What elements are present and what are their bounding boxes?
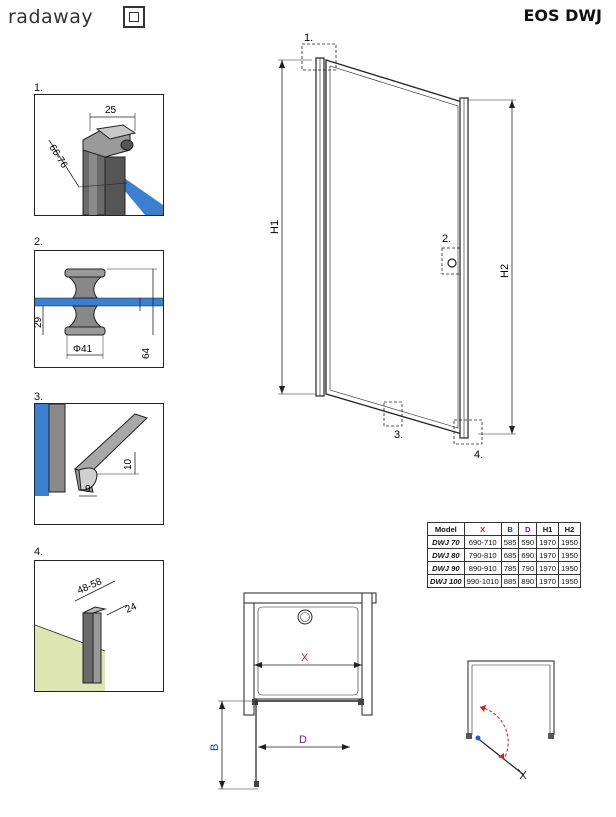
table-row: DWJ 90 890-910 785 790 1970 1950 [427,561,581,575]
knob-top [64,268,106,278]
door-knob [447,258,457,268]
glass-edge [35,298,163,306]
table-row: DWJ 80 790-810 685 690 1970 1950 [427,548,581,562]
plan-view-drawing: X D B [210,592,377,790]
door-elevation-drawing: H1 H2 1. 2. 3. 4. [269,32,516,461]
detail-4-label: 4. [34,546,44,558]
right-wall [361,592,373,716]
detail-1-label: 1. [34,82,44,94]
wall-profile [82,612,94,684]
table-header-row: Model X B D H1 H2 [427,522,581,536]
detail-2-drawing: 29 64 Φ41 [35,268,163,359]
callout-4: 4. [474,449,483,461]
col-x: X [463,522,502,536]
detail-1-drawing: 25 66-76 [46,105,163,215]
swing-diagram [466,660,555,780]
swing-arc [479,706,509,760]
dim-9: 9 [85,484,91,495]
detail-1-panel: 25 66-76 [34,94,164,216]
detail-4-panel: 48-58 24 [34,560,164,692]
dim-24: 24 [124,601,139,616]
col-h2: H2 [558,522,581,536]
dim-66-76: 66-76 [46,143,69,171]
callout-2: 2. [442,233,451,245]
dim-29: 29 [35,316,44,328]
dim-phi41: Φ41 [73,344,93,355]
detail-3-drawing: 10 9 [35,404,148,497]
model-title: EOS DWJ [523,6,602,25]
h2-label: H2 [499,264,511,278]
glass-panel [35,404,49,496]
callout-box-1 [301,43,337,71]
arrow-icon [498,753,504,759]
brand-logo-text: radaway [8,6,94,28]
table-row: DWJ 100 990-1010 885 890 1970 1950 [427,574,581,588]
dim-25: 25 [105,105,117,116]
dim-64: 64 [141,347,152,359]
callout-box-4 [453,419,483,445]
callout-3: 3. [394,429,403,441]
door-leaf [325,59,463,435]
knob-bottom [64,326,106,336]
col-h1: H1 [536,522,559,536]
d-label: D [299,734,307,746]
left-wall [243,592,255,716]
back-wall [243,592,377,604]
enclosure-outline [467,660,555,735]
glass-panel [120,175,163,215]
callout-1: 1. [304,32,313,44]
arrow-icon [480,705,486,712]
b-label: B [210,744,221,751]
seal-profile [74,413,148,475]
col-b: B [500,522,520,536]
hinge-point [475,735,481,741]
detail-2-label: 2. [34,236,44,248]
detail-3-panel: 10 9 [34,403,164,525]
x-label: X [301,652,309,664]
callout-box-3 [383,401,403,427]
callout-box-2 [441,247,461,275]
col-model: Model [427,522,465,536]
detail-3-label: 3. [34,391,44,403]
h1-label: H1 [269,220,281,234]
table-row: DWJ 70 690-710 585 590 1970 1950 [427,535,581,549]
dim-10: 10 [123,458,134,470]
brand-logo-icon [123,6,145,28]
detail-4-drawing: 48-58 24 [35,576,139,691]
detail-2-panel: 29 64 Φ41 [34,250,164,368]
col-d: D [518,522,538,536]
spec-table: Model X B D H1 H2 DWJ 70 690-710 585 590… [427,522,581,588]
